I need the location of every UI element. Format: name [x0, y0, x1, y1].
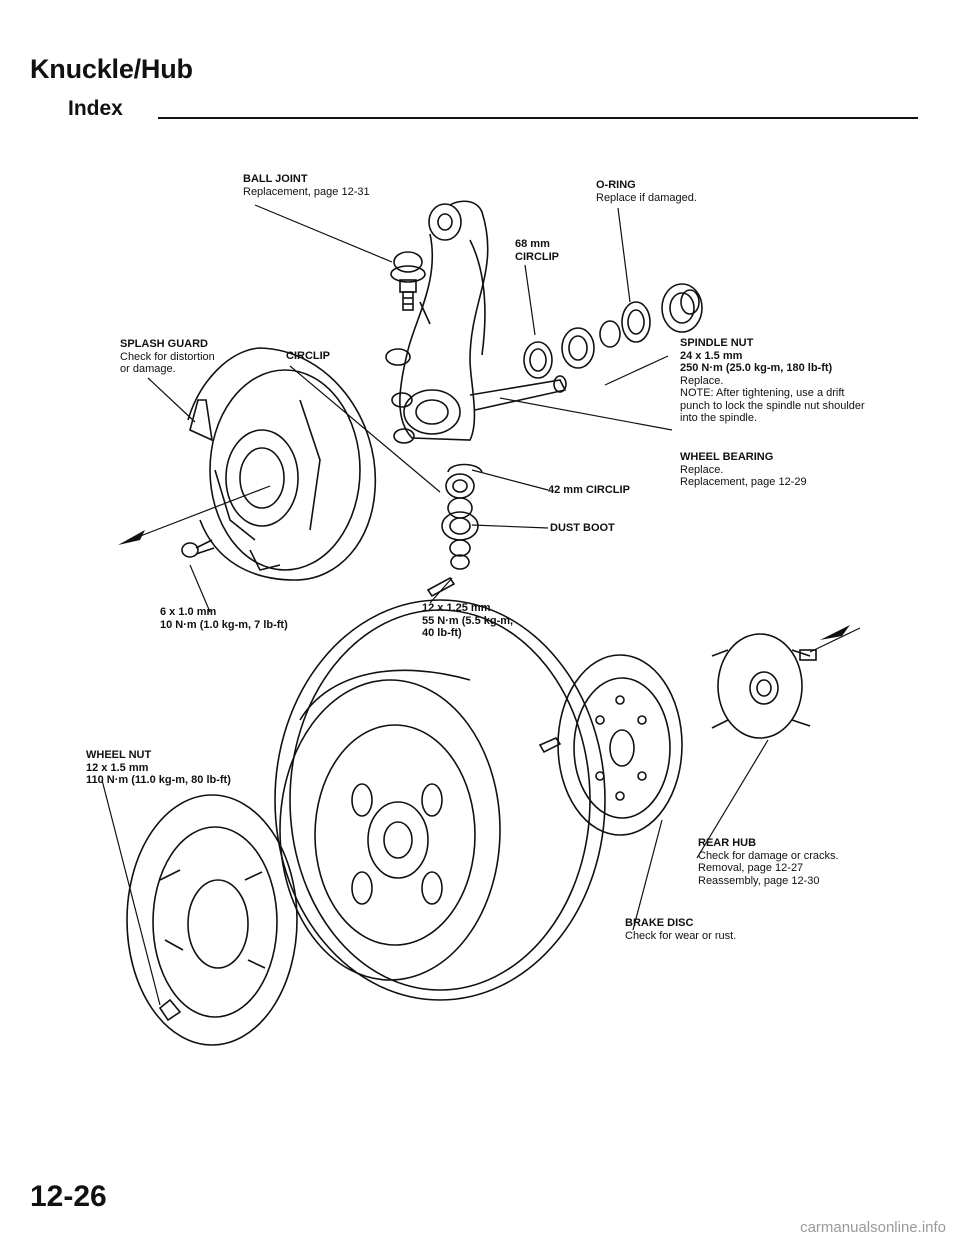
knuckle	[385, 200, 567, 444]
hub-parts-top	[523, 283, 703, 379]
circlip-42mm-label: 42 mm CIRCLIP	[548, 484, 630, 496]
steel-wheel	[279, 679, 501, 981]
rear-hub	[711, 633, 817, 739]
ball-joint-label: BALL JOINT Replacement, page 12-31	[243, 173, 370, 198]
ball-joint	[390, 251, 426, 311]
wheel-cover	[126, 794, 298, 1046]
dust-boot-label: DUST BOOT	[550, 522, 615, 534]
splash-guard-label: SPLASH GUARD Check for distortion or dam…	[120, 338, 215, 375]
circlip-label: CIRCLIP	[286, 350, 330, 362]
leader-lines	[101, 204, 861, 1006]
header-rule	[158, 117, 918, 119]
tire	[274, 599, 606, 1001]
hub-parts-lower	[426, 463, 483, 598]
brake-disc-label: BRAKE DISC Check for wear or rust.	[625, 917, 737, 942]
rear-hub-label: REAR HUB Check for damage or cracks. Rem…	[698, 837, 839, 887]
splash-guard-bolt	[181, 539, 215, 558]
brake-disc	[538, 654, 683, 836]
o-ring-label: O-RING Replace if damaged.	[596, 179, 697, 204]
circlip-68mm-label: 68 mm CIRCLIP	[515, 238, 559, 263]
page-title: Knuckle/Hub	[30, 54, 193, 84]
bolt-12mm-label: 12 x 1.25 mm 55 N·m (5.5 kg-m, 40 lb-ft)	[422, 602, 514, 639]
section-subtitle: Index	[68, 97, 123, 120]
bolt-6mm-label: 6 x 1.0 mm 10 N·m (1.0 kg-m, 7 lb-ft)	[160, 606, 288, 631]
watermark: carmanualsonline.info	[800, 1219, 946, 1236]
wheel-bearing-label: WHEEL BEARING Replace. Replacement, page…	[680, 451, 807, 488]
page-number: 12-26	[30, 1180, 107, 1213]
wheel-nut-label: WHEEL NUT 12 x 1.5 mm 110 N·m (11.0 kg-m…	[86, 749, 231, 786]
direction-arrows	[118, 530, 850, 640]
spindle-nut-label: SPINDLE NUT 24 x 1.5 mm 250 N·m (25.0 kg…	[680, 337, 865, 424]
splash-guard	[187, 347, 377, 581]
